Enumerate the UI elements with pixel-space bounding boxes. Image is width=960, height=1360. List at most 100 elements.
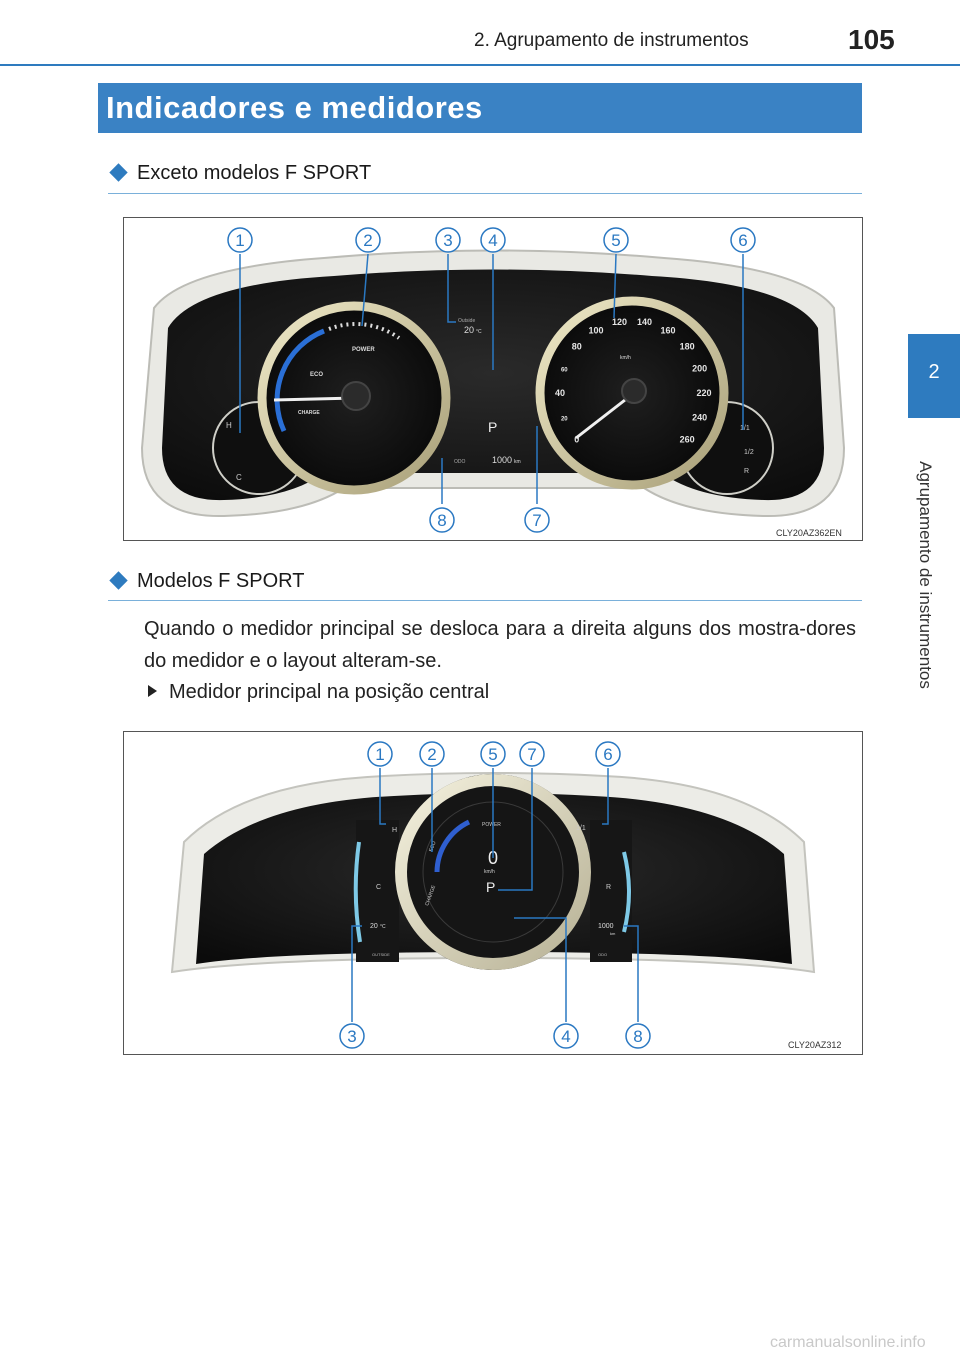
callout-number: 5 (488, 745, 497, 764)
speed-tick-label: 140 (637, 317, 652, 327)
callout-number: 7 (527, 745, 536, 764)
f-outside-label: OUTSIDE (372, 952, 390, 957)
speed-tick-label: 40 (555, 388, 565, 398)
figure1-callouts: 1 2 3 4 5 6 7 8 (227, 227, 756, 533)
callout-number: 5 (611, 231, 620, 250)
subheading-standard-text: Exceto modelos F SPORT (137, 162, 372, 184)
f-fuel-full-label: 1/1 (576, 825, 586, 832)
figure1-code: CLY20AZ362EN (776, 528, 842, 538)
section-title: Indicadores e medidores (106, 90, 483, 125)
figure-fsport-cluster: POWER 0 km/h P CHARGE ECO H C 1/1 R 20 °… (123, 731, 863, 1055)
f-eco-label: ECO (428, 840, 437, 852)
fsport-description: Quando o medidor principal se desloca pa… (144, 618, 856, 672)
chapter-tab[interactable]: 2 (908, 334, 960, 418)
bullet-central-meter: Medidor principal na posição central (148, 681, 489, 704)
f-odo-unit: km (610, 931, 616, 936)
gear-indicator: P (488, 419, 497, 435)
f-temp-unit: °C (380, 924, 386, 930)
f-temp-h-label: H (392, 827, 397, 834)
running-header: 2. Agrupamento de instrumentos (474, 30, 749, 51)
subheading-standard: Exceto modelos F SPORT (108, 162, 371, 185)
callout-circle (355, 227, 381, 253)
figure-standard-cluster: POWER ECO CHARGE H C Outside 20 °C P ODO… (123, 217, 863, 541)
callout-number: 1 (235, 231, 244, 250)
callout-circle (625, 1023, 651, 1049)
power-label: POWER (352, 347, 375, 353)
f-fuel-r-label: R (606, 884, 611, 891)
callout-number: 3 (443, 231, 452, 250)
temp-h-label: H (226, 421, 232, 430)
header-rule (0, 64, 960, 66)
odo-unit: km (514, 459, 521, 465)
speed-tick-label: 80 (572, 342, 582, 352)
fuel-r-label: R (744, 468, 749, 475)
callout-number: 6 (738, 231, 747, 250)
speed-tick-label: 120 (612, 317, 627, 327)
speed-tick-label: 20 (561, 417, 568, 423)
speed-tick-label: 0 (574, 434, 579, 444)
f-odo-label: ODO (598, 952, 607, 957)
callout-circle (367, 741, 393, 767)
speed-tick-label: 100 (588, 326, 603, 336)
f-temp-c-label: C (376, 884, 381, 891)
callout-circle (730, 227, 756, 253)
speed-tick-label: 220 (696, 388, 711, 398)
figure2-callouts: 1 2 5 7 6 3 4 8 (339, 741, 651, 1049)
subheading-rule (108, 600, 862, 601)
subheading-rule (108, 193, 862, 194)
callout-number: 8 (633, 1027, 642, 1046)
speed-tick-labels: 0 20 40 60 80 100 120 140 160 180 200 220 240 260 (555, 317, 712, 444)
callout-number: 4 (561, 1027, 570, 1046)
bullet-central-meter-text: Medidor principal na posição central (169, 681, 490, 703)
charge-label: CHARGE (298, 410, 320, 416)
callout-circle (480, 227, 506, 253)
outside-label: Outside (458, 318, 475, 324)
callout-number: 3 (347, 1027, 356, 1046)
figure2-code: CLY20AZ312 (788, 1040, 841, 1050)
speed-tick-label: 180 (680, 342, 695, 352)
callout-number: 4 (488, 231, 497, 250)
f-odo-value: 1000 (598, 923, 614, 930)
callout-number: 8 (437, 511, 446, 530)
f-outside-temp: 20 (370, 923, 378, 930)
callout-number: 2 (427, 745, 436, 764)
f-power-label: POWER (482, 822, 501, 828)
chapter-side-label-text: Agrupamento de instrumentos (916, 461, 935, 689)
subheading-fsport-text: Modelos F SPORT (137, 570, 305, 592)
speed-tick-label: 60 (561, 367, 568, 373)
diamond-bullet-icon (109, 163, 128, 182)
triangle-bullet-icon (148, 685, 157, 698)
temp-c-label: C (236, 473, 242, 482)
kmh-label: km/h (620, 355, 631, 361)
callout-circle (480, 741, 506, 767)
outside-temp: 20 (464, 325, 474, 335)
section-title-bar: Indicadores e medidores (98, 83, 862, 133)
callout-circle (595, 741, 621, 767)
callout-circle (435, 227, 461, 253)
f-gear-indicator: P (486, 879, 495, 895)
outside-temp-unit: °C (476, 329, 482, 335)
speed-tick-label: 260 (680, 434, 695, 444)
subheading-fsport: Modelos F SPORT (108, 570, 304, 593)
callout-number: 2 (363, 231, 372, 250)
callout-number: 1 (375, 745, 384, 764)
speed-tick-label: 160 (660, 326, 675, 336)
chapter-side-label: Agrupamento de instrumentos (905, 435, 945, 715)
f-kmh-label: km/h (484, 869, 495, 875)
page-number: 105 (848, 24, 895, 55)
callout-circle (603, 227, 629, 253)
callout-circle (524, 507, 550, 533)
callout-circle (429, 507, 455, 533)
fuel-half-label: 1/2 (744, 449, 754, 456)
callout-circle (227, 227, 253, 253)
watermark: carmanualsonline.info (770, 1334, 926, 1351)
diamond-bullet-icon (109, 571, 128, 590)
speed-tick-label: 240 (692, 413, 707, 423)
callout-number: 6 (603, 745, 612, 764)
odo-label: ODO (454, 459, 466, 465)
odo-value: 1000 (492, 455, 512, 465)
speed-tick-label: 200 (692, 363, 707, 373)
callout-circle (519, 741, 545, 767)
callout-number: 7 (532, 511, 541, 530)
callout-circle (419, 741, 445, 767)
